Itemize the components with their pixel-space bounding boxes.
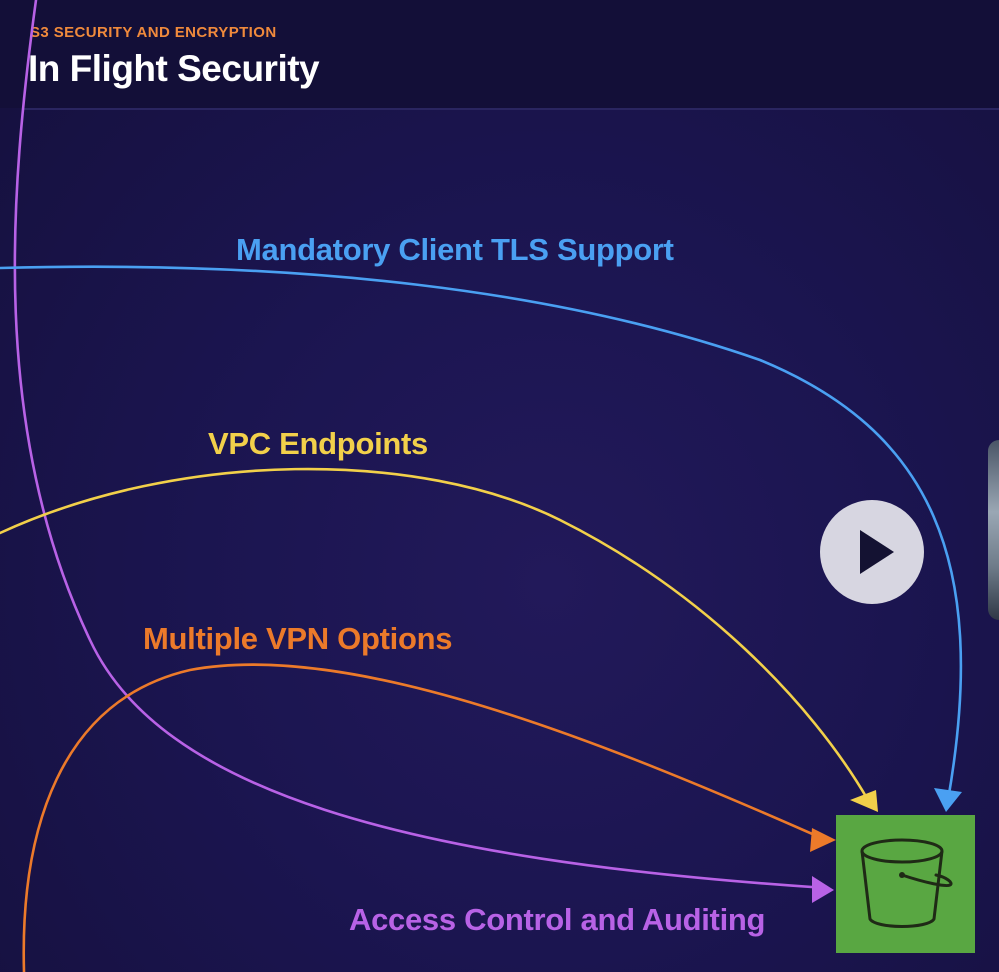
vpn-arrow-line bbox=[22, 663, 828, 972]
vpc-arrowhead-icon bbox=[850, 790, 878, 812]
vpn-arrowhead-icon bbox=[810, 828, 836, 852]
section-eyebrow: S3 SECURITY AND ENCRYPTION bbox=[30, 24, 277, 41]
play-button[interactable] bbox=[820, 500, 924, 604]
tls-label: Mandatory Client TLS Support bbox=[236, 232, 674, 267]
tls-arrow-line bbox=[0, 265, 963, 802]
vpc-arrow-line bbox=[0, 467, 870, 802]
slide-header bbox=[0, 0, 999, 108]
access-control-arrow-line bbox=[13, 0, 828, 890]
page-title: In Flight Security bbox=[28, 48, 320, 89]
tls-arrowhead-icon bbox=[934, 788, 962, 812]
vpn-options-label: Multiple VPN Options bbox=[143, 621, 453, 656]
play-icon bbox=[860, 530, 894, 574]
speaker-thumbnail-edge bbox=[988, 440, 999, 620]
s3-bucket-icon bbox=[860, 838, 953, 928]
vpc-endpoints-label: VPC Endpoints bbox=[208, 426, 428, 461]
header-divider bbox=[24, 108, 999, 110]
access-control-arrowhead-icon bbox=[812, 876, 834, 903]
s3-bucket-tile bbox=[836, 815, 975, 953]
access-control-label: Access Control and Auditing bbox=[349, 902, 766, 937]
